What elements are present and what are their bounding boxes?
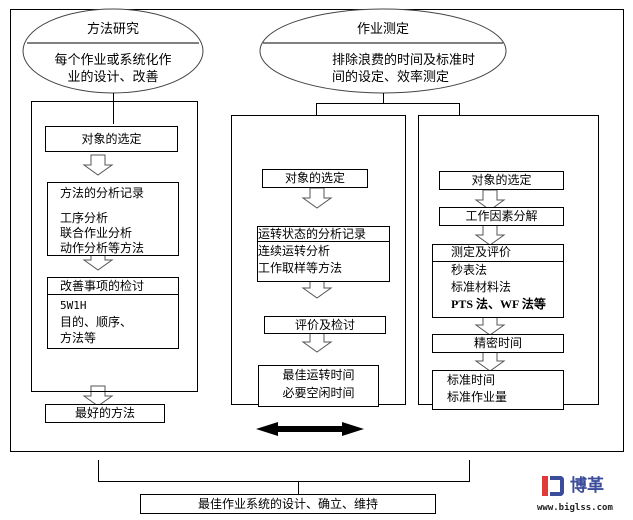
wm-left-analysis-title: 运转状态的分析记录 <box>258 227 367 241</box>
wm-right-precise-box: 精密时间 <box>432 334 564 353</box>
wm-right-result-item: 标准时间 <box>447 373 496 387</box>
wm-left-select-label: 对象的选定 <box>284 171 345 185</box>
work-measurement-desc-2: 间的设定、效率测定 <box>332 70 450 85</box>
wm-right-result-box: 标准时间 标准作业量 <box>432 370 564 410</box>
wm-left-result-item: 最佳运转时间 <box>282 368 355 382</box>
logo-mark-icon <box>550 476 564 496</box>
wm-left-analysis-item: 工作取样等方法 <box>258 261 343 275</box>
connector-line <box>113 93 114 124</box>
ms-result-box: 最好的方法 <box>45 404 165 423</box>
final-box: 最佳作业系统的设计、确立、维持 <box>140 494 436 514</box>
brand-logo: 博革 www.biglss.com <box>537 476 632 518</box>
ms-review-title: 改善事项的检讨 <box>60 279 145 293</box>
work-measurement-title: 作业测定 <box>356 22 409 37</box>
ms-select-box: 对象的选定 <box>45 126 178 152</box>
logo-mark-icon <box>542 476 548 496</box>
wm-right-select-label: 对象的选定 <box>471 173 532 187</box>
double-arrow-icon <box>256 422 364 436</box>
connector-line <box>316 103 459 104</box>
connector-line <box>98 481 470 482</box>
method-study-desc-2: 业的设计、改善 <box>67 70 159 85</box>
outer-frame <box>10 9 624 452</box>
ms-review-item: 5W1H <box>60 299 87 312</box>
wm-left-evaluate-box: 评价及检讨 <box>264 316 386 334</box>
ms-select-label: 对象的选定 <box>81 132 142 146</box>
final-label: 最佳作业系统的设计、确立、维持 <box>197 497 378 511</box>
connector-line <box>98 460 99 481</box>
connector-line <box>316 103 317 115</box>
wm-left-select-box: 对象的选定 <box>262 169 368 188</box>
wm-right-precise-label: 精密时间 <box>473 336 522 350</box>
wm-left-result-item: 必要空闲时间 <box>282 386 355 400</box>
logo-name: 博革 <box>570 476 604 496</box>
ms-review-item: 方法等 <box>60 331 97 345</box>
method-study-title: 方法研究 <box>86 22 139 37</box>
ms-analysis-item: 联合作业分析 <box>60 226 133 240</box>
wm-right-measure-item: PTS 法、WF 法等 <box>451 297 546 311</box>
wm-right-result-item: 标准作业量 <box>447 390 508 404</box>
wm-right-measure-title: 测定及评价 <box>451 245 512 259</box>
wm-right-decompose-label: 工作因素分解 <box>465 209 538 223</box>
wm-left-evaluate-label: 评价及检讨 <box>294 318 355 332</box>
wm-right-decompose-box: 工作因素分解 <box>439 207 564 226</box>
connector-line <box>459 103 460 115</box>
method-study-panel <box>31 101 198 392</box>
work-measurement-desc-1: 排除浪费的时间及标准时 <box>332 53 476 68</box>
connector-line <box>298 482 299 495</box>
ms-review-item: 目的、顺序、 <box>60 315 133 329</box>
connector-line <box>383 93 384 103</box>
wm-right-measure-item: 标准材料法 <box>451 280 512 294</box>
wm-right-measure-item: 秒表法 <box>451 263 488 277</box>
ms-analysis-box: 方法的分析记录 工序分析 联合作业分析 动作分析等方法 <box>47 182 179 256</box>
work-measurement-ellipse <box>259 8 507 94</box>
connector-line <box>469 460 470 481</box>
wm-left-analysis-item: 连续运转分析 <box>258 244 331 258</box>
wm-left-analysis-box: 运转状态的分析记录 连续运转分析 工作取样等方法 <box>257 226 390 282</box>
ms-analysis-item: 工序分析 <box>60 211 109 225</box>
method-study-desc-1: 每个作业或系统化作 <box>54 53 172 68</box>
ms-result-label: 最好的方法 <box>74 406 135 420</box>
logo-url: www.biglss.com <box>537 503 613 513</box>
ms-analysis-title: 方法的分析记录 <box>60 186 145 200</box>
wm-right-measure-box: 测定及评价 秒表法 标准材料法 PTS 法、WF 法等 <box>432 244 564 318</box>
divider <box>432 261 564 262</box>
ms-analysis-item: 动作分析等方法 <box>60 241 145 255</box>
divider <box>257 241 390 242</box>
wm-right-select-box: 对象的选定 <box>439 171 564 190</box>
divider <box>47 294 179 295</box>
ms-review-box: 改善事项的检讨 5W1H 目的、顺序、 方法等 <box>47 277 179 349</box>
wm-left-result-box: 最佳运转时间 必要空闲时间 <box>258 365 379 407</box>
